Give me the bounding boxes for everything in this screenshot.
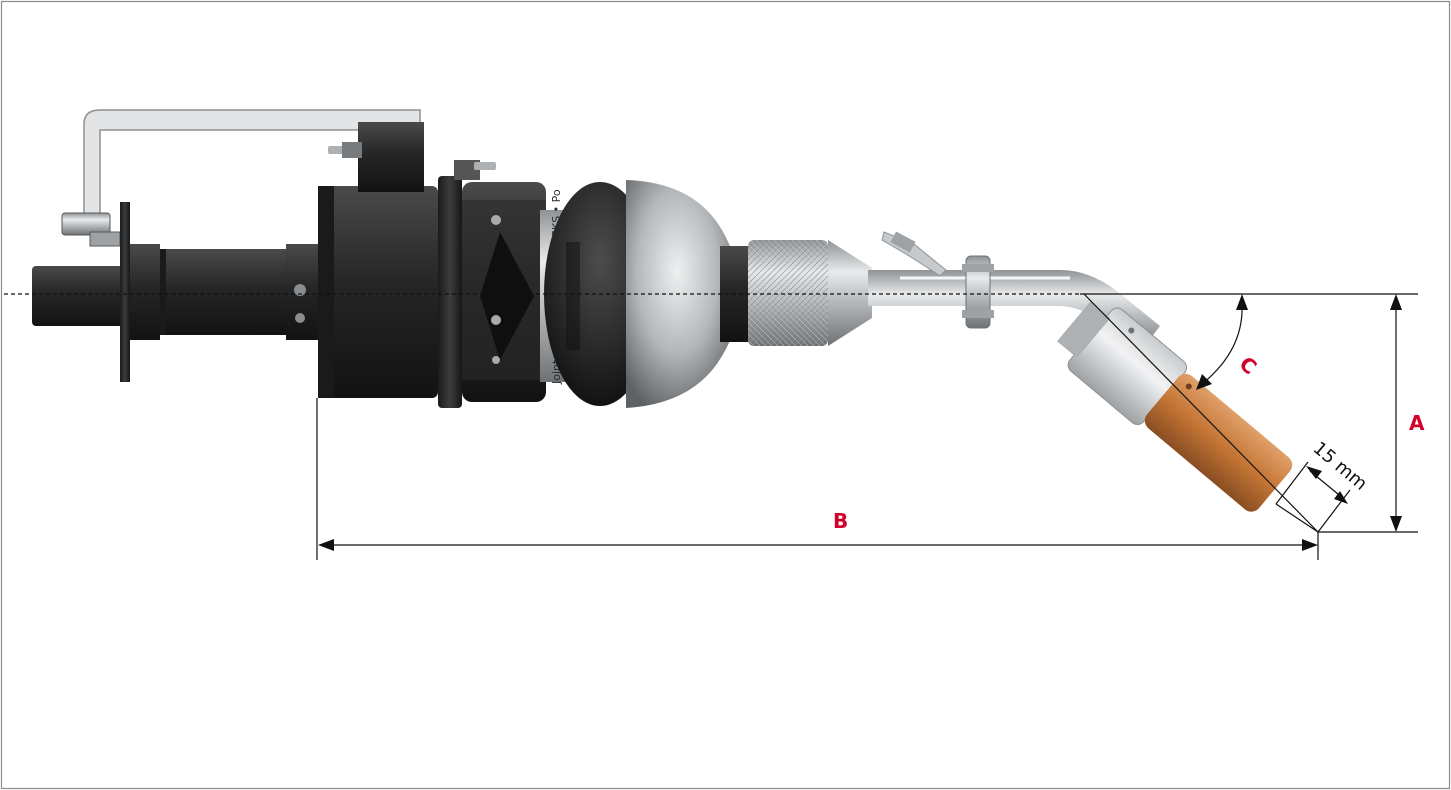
housing-top-block <box>358 122 424 192</box>
rear-connector <box>32 266 132 326</box>
dimension-arrowheads <box>318 294 1402 551</box>
angle-c-label: C <box>1235 351 1262 379</box>
dimension-lines <box>4 293 1418 560</box>
angle-c-arc <box>1201 303 1243 385</box>
welding-torch-illustration: Joint • SKS • Power Joint • SKS • Po <box>32 109 1293 512</box>
bracket-clamp <box>61 212 111 236</box>
copper-nozzle <box>1144 373 1293 512</box>
dimension-a-label: A <box>1409 411 1425 435</box>
offset-15mm-label: 15 mm <box>1309 438 1371 495</box>
nozzle-axis-line <box>1083 293 1319 533</box>
dimension-b-label: B <box>833 509 848 533</box>
torch-neck <box>868 270 1160 352</box>
main-housing <box>318 186 438 398</box>
